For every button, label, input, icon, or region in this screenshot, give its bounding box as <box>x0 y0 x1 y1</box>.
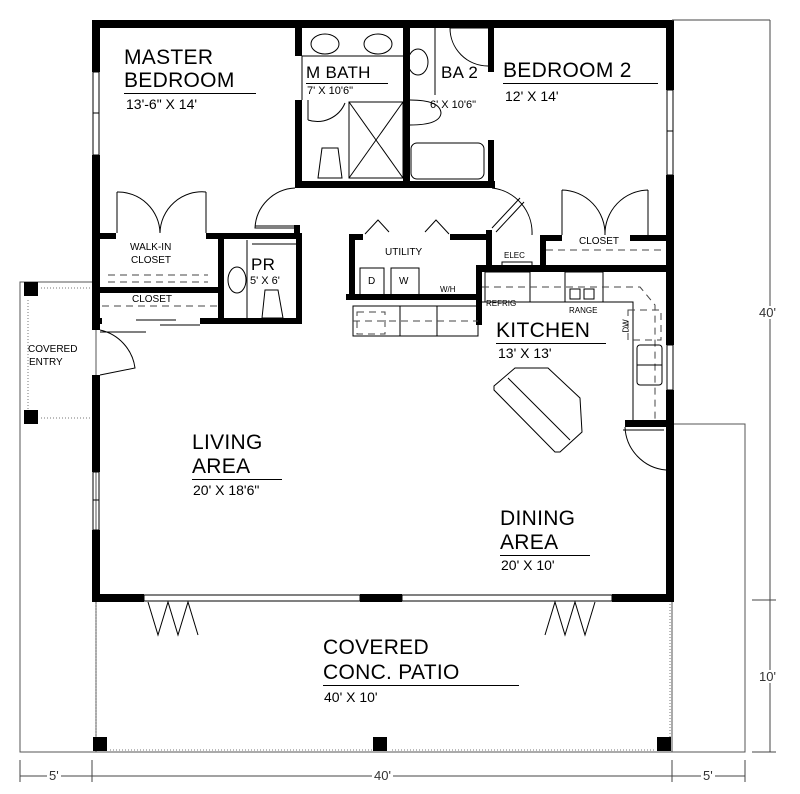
dining-area-size: 20' X 10' <box>501 557 555 573</box>
door-swings <box>99 27 667 471</box>
living-area-name-2: AREA <box>192 456 282 480</box>
covered-entry-name-2: ENTRY <box>29 357 63 368</box>
exterior-walls <box>92 20 674 602</box>
bath-2-name: BA 2 <box>441 63 479 82</box>
master-bedroom-name-1: MASTER <box>124 46 214 69</box>
water-heater-label: W/H <box>440 285 456 294</box>
washer-label: W <box>399 276 409 287</box>
covered-entry-name-1: COVERED <box>28 344 78 355</box>
living-area-name-1: LIVING <box>192 431 263 454</box>
hall-closet-name: CLOSET <box>132 294 173 305</box>
patio-outline <box>19 281 746 753</box>
master-bath-name: M BATH <box>306 64 388 84</box>
dryer-label: D <box>368 276 376 287</box>
master-bedroom-name-2: BEDROOM <box>124 70 256 94</box>
utility-name: UTILITY <box>385 247 423 258</box>
windows <box>92 71 674 602</box>
kitchen-size: 13' X 13' <box>498 345 552 361</box>
elec-label: ELEC <box>504 251 525 260</box>
patio-size: 40' X 10' <box>324 689 378 705</box>
bedroom-2-size: 12' X 14' <box>505 88 559 104</box>
dining-area-name-2: AREA <box>500 532 590 556</box>
range-label: RANGE <box>569 306 598 315</box>
powder-room-size: 5' X 6' <box>250 275 280 287</box>
powder-room-name: PR <box>251 255 276 274</box>
fixtures <box>102 28 666 453</box>
dimension-bottom-40: 40' <box>372 768 393 783</box>
bedroom-2-closet-name: CLOSET <box>579 236 620 247</box>
living-area-size: 20' X 18'6" <box>193 482 260 498</box>
posts <box>24 282 671 751</box>
dimension-bottom-right-5: 5' <box>701 768 715 783</box>
bath-2-size: 6' X 10'6" <box>430 99 477 111</box>
dining-area-name-1: DINING <box>500 507 576 530</box>
patio-name-2: CONC. PATIO <box>323 662 519 686</box>
dimension-right-40: 40' <box>757 305 778 320</box>
folding-doors <box>147 600 596 637</box>
walk-in-closet-name-1: WALK-IN <box>130 242 172 253</box>
master-bedroom-size: 13'-6" X 14' <box>126 96 198 112</box>
patio-name-1: COVERED <box>323 636 429 659</box>
dimension-bottom-left-5: 5' <box>47 768 61 783</box>
walk-in-closet-name-2: CLOSET <box>131 255 172 266</box>
bedroom-2-name: BEDROOM 2 <box>503 60 658 84</box>
interior-walls <box>92 20 674 325</box>
dimension-right-10: 10' <box>757 669 778 684</box>
refrigerator-label: REFRIG <box>486 299 517 308</box>
dishwasher-label: DW <box>621 319 631 333</box>
kitchen-name: KITCHEN <box>496 320 606 344</box>
master-bath-size: 7' X 10'6" <box>307 85 354 97</box>
